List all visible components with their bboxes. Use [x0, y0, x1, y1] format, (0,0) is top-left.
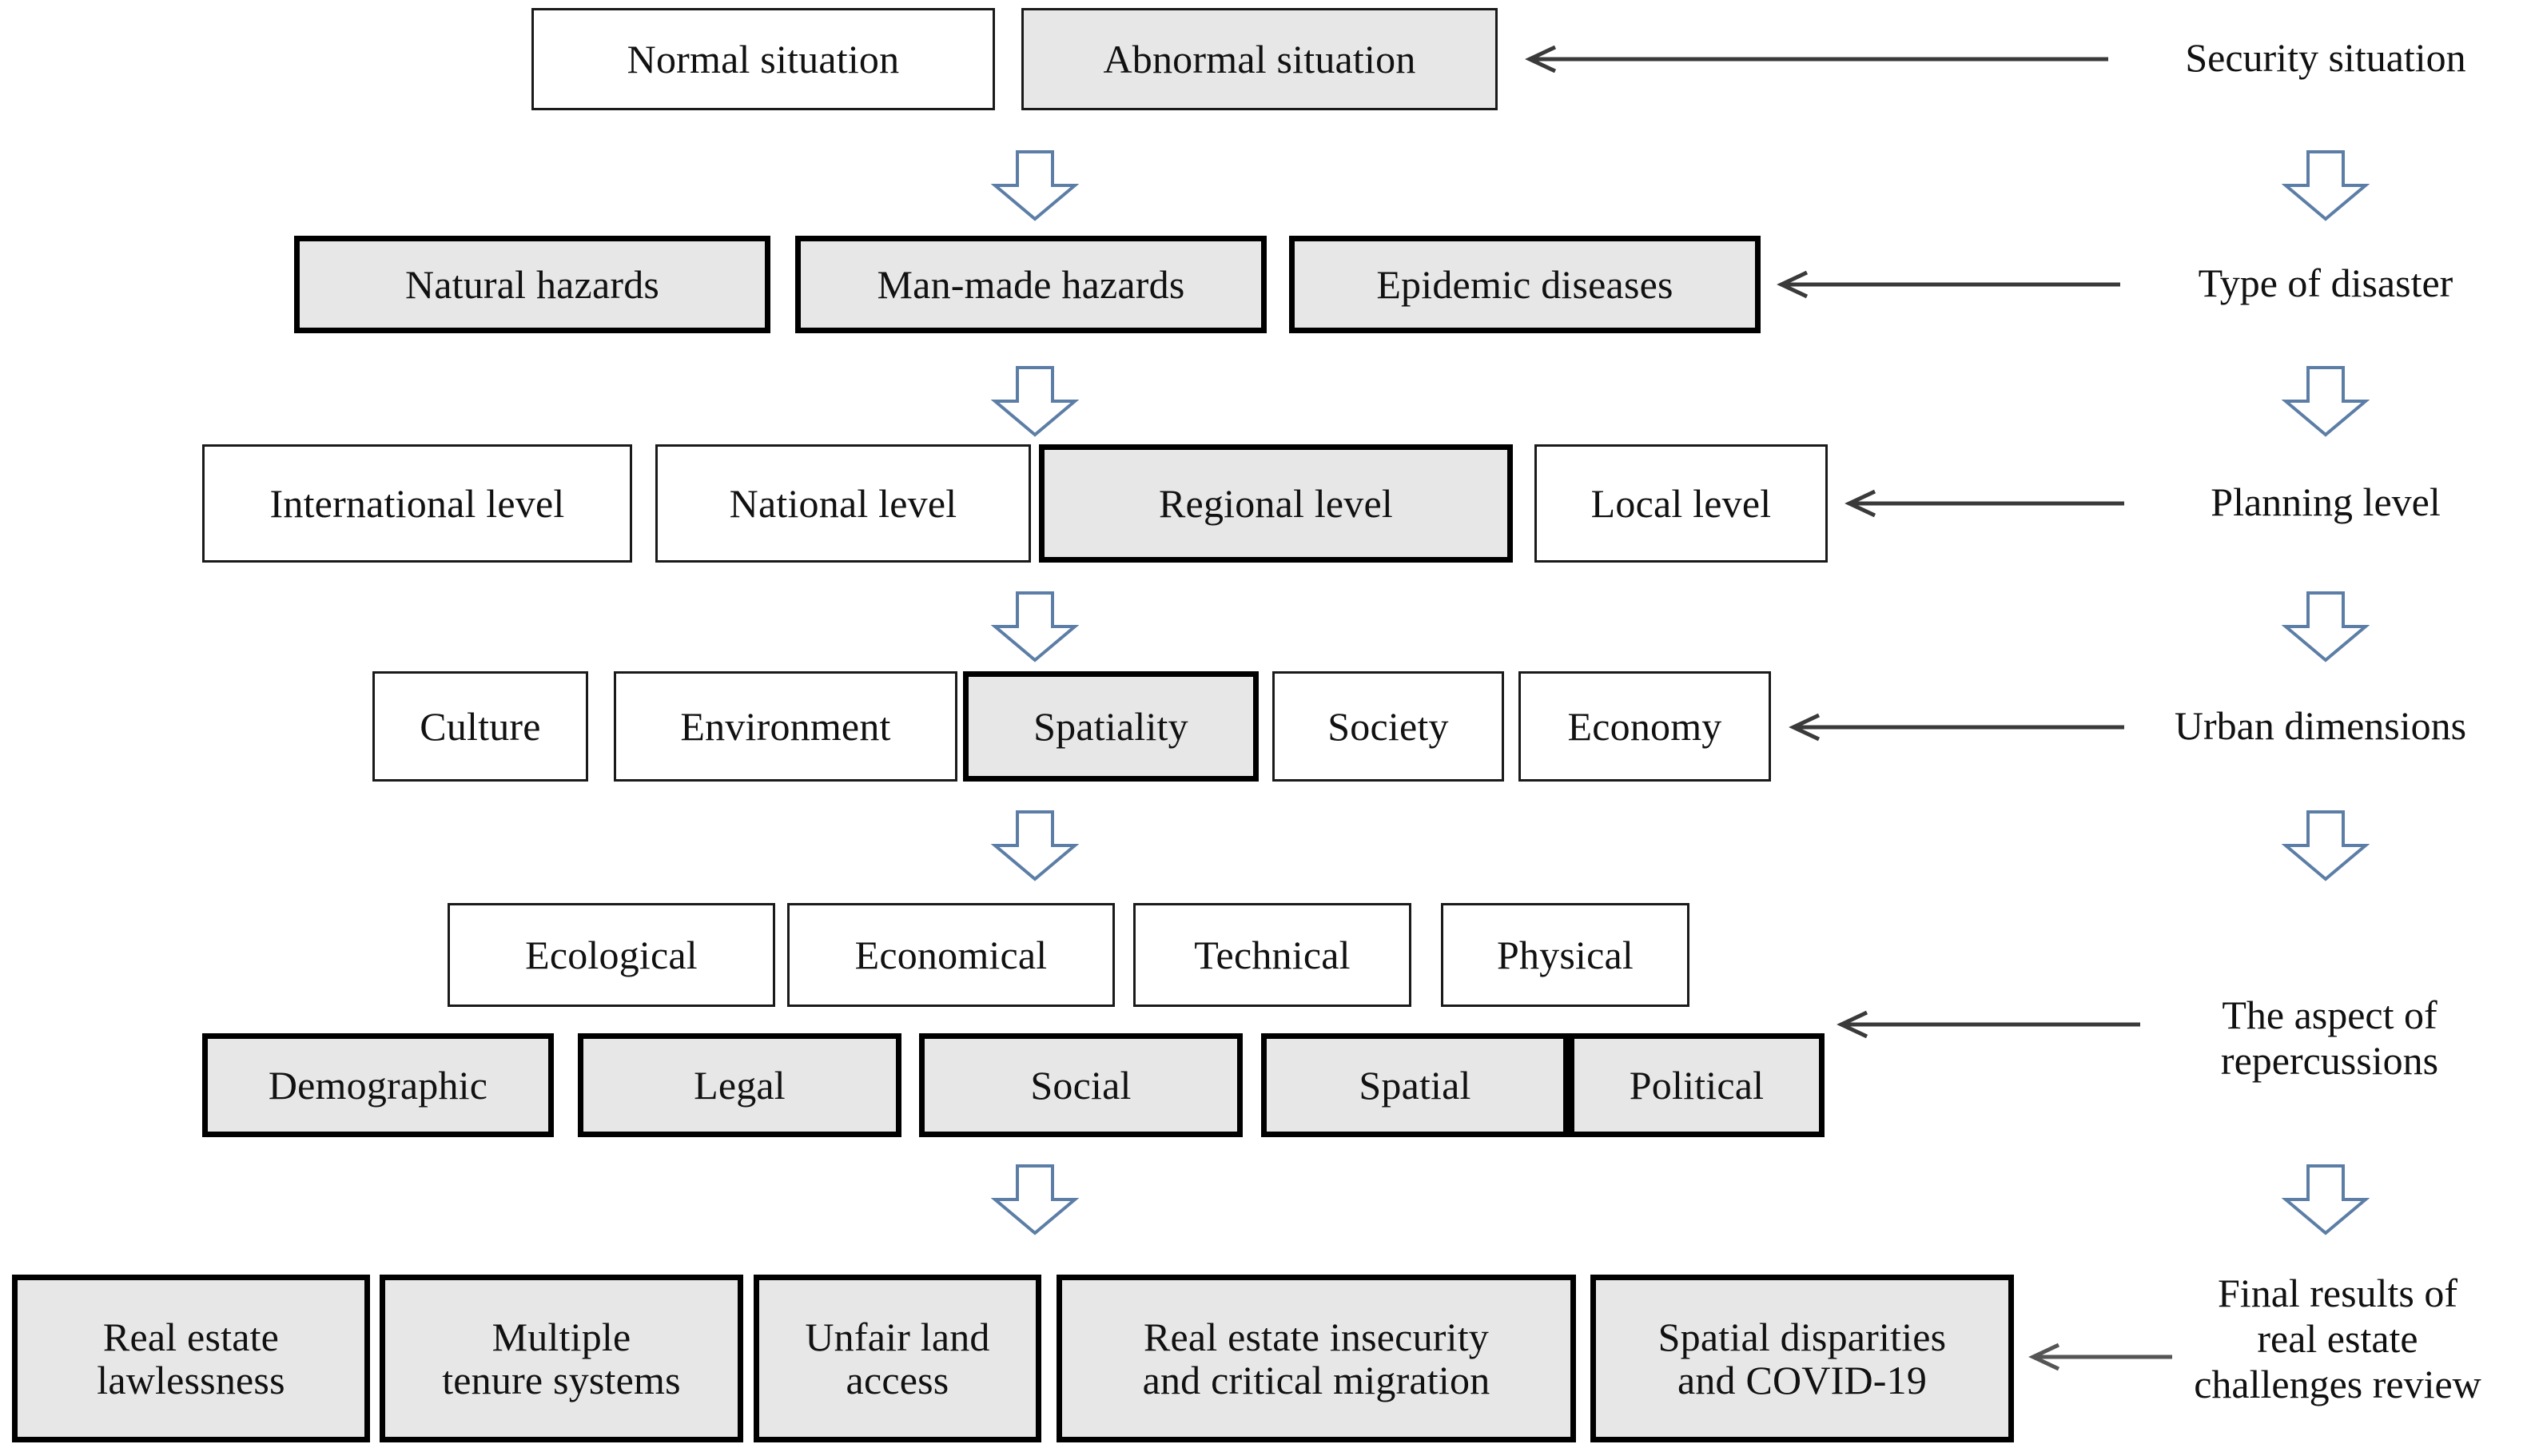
- box-multiple-tenure-systems[interactable]: Multiple tenure systems: [380, 1275, 743, 1442]
- box-label: Real estate lawlessness: [97, 1315, 285, 1402]
- box-label: Normal situation: [627, 37, 900, 82]
- box-man-made-hazards[interactable]: Man-made hazards: [795, 236, 1267, 333]
- caption-final-results: Final results of real estate challenges …: [2194, 1271, 2481, 1406]
- caption-planning-level: Planning level: [2211, 479, 2441, 524]
- box-local-level[interactable]: Local level: [1534, 444, 1828, 563]
- flow-arrow-down-right-4: [2282, 809, 2370, 882]
- flow-arrow-down-right-3: [2282, 590, 2370, 663]
- box-label: Demographic: [268, 1063, 488, 1108]
- flow-arrow-down-center-5: [991, 1163, 1079, 1236]
- flow-arrow-down-center-1: [991, 149, 1079, 222]
- box-demographic[interactable]: Demographic: [202, 1033, 554, 1137]
- box-label: Social: [1030, 1063, 1132, 1108]
- box-unfair-land-access[interactable]: Unfair land access: [754, 1275, 1041, 1442]
- flow-arrow-down-center-2: [991, 364, 1079, 438]
- box-label: Spatial disparities and COVID-19: [1657, 1315, 1947, 1402]
- flow-arrow-down-right-1: [2282, 149, 2370, 222]
- box-technical[interactable]: Technical: [1133, 903, 1411, 1007]
- box-real-estate-lawlessness[interactable]: Real estate lawlessness: [12, 1275, 370, 1442]
- box-spatiality[interactable]: Spatiality: [963, 671, 1259, 782]
- box-real-estate-insecurity-and-critical-migration[interactable]: Real estate insecurity and critical migr…: [1057, 1275, 1576, 1442]
- box-regional-level[interactable]: Regional level: [1039, 444, 1513, 563]
- box-label: Physical: [1496, 933, 1634, 977]
- box-legal[interactable]: Legal: [578, 1033, 901, 1137]
- box-normal-situation[interactable]: Normal situation: [531, 8, 995, 110]
- box-label: Real estate insecurity and critical migr…: [1142, 1315, 1490, 1402]
- box-label: Epidemic diseases: [1376, 262, 1673, 307]
- box-label: Environment: [680, 704, 891, 749]
- box-spatial-disparities-and-covid-19[interactable]: Spatial disparities and COVID-19: [1590, 1275, 2014, 1442]
- box-label: Man-made hazards: [877, 262, 1185, 307]
- box-natural-hazards[interactable]: Natural hazards: [294, 236, 770, 333]
- caption-urban-dimensions: Urban dimensions: [2174, 703, 2467, 748]
- connector-arrow-planning-level: [1838, 487, 2126, 519]
- box-national-level[interactable]: National level: [655, 444, 1031, 563]
- box-label: Legal: [694, 1063, 786, 1108]
- box-political[interactable]: Political: [1569, 1033, 1825, 1137]
- box-physical[interactable]: Physical: [1441, 903, 1689, 1007]
- box-label: Technical: [1194, 933, 1351, 977]
- box-abnormal-situation[interactable]: Abnormal situation: [1021, 8, 1498, 110]
- box-label: Ecological: [525, 933, 698, 977]
- box-label: Economical: [854, 933, 1048, 977]
- box-environment[interactable]: Environment: [614, 671, 957, 782]
- box-label: Local level: [1590, 481, 1772, 526]
- box-label: Abnormal situation: [1103, 37, 1416, 82]
- box-spatial[interactable]: Spatial: [1261, 1033, 1569, 1137]
- box-label: Political: [1629, 1063, 1765, 1108]
- caption-aspect-of-repercussions: The aspect of repercussions: [2220, 993, 2439, 1083]
- box-label: Spatiality: [1033, 704, 1188, 749]
- flow-arrow-down-right-2: [2282, 364, 2370, 438]
- box-label: International level: [269, 481, 565, 526]
- box-label: Multiple tenure systems: [442, 1315, 681, 1402]
- box-epidemic-diseases[interactable]: Epidemic diseases: [1289, 236, 1761, 333]
- box-label: Regional level: [1159, 481, 1393, 526]
- box-culture[interactable]: Culture: [372, 671, 588, 782]
- caption-security-situation: Security situation: [2185, 35, 2466, 80]
- connector-arrow-aspect-of-repercussions: [1830, 1008, 2142, 1040]
- box-label: National level: [729, 481, 957, 526]
- box-society[interactable]: Society: [1272, 671, 1504, 782]
- box-social[interactable]: Social: [919, 1033, 1243, 1137]
- flow-arrow-down-center-4: [991, 809, 1079, 882]
- box-label: Economy: [1567, 704, 1722, 749]
- box-economical[interactable]: Economical: [787, 903, 1115, 1007]
- flow-arrow-down-center-3: [991, 590, 1079, 663]
- box-label: Unfair land access: [805, 1315, 990, 1402]
- connector-arrow-urban-dimensions: [1782, 711, 2126, 743]
- box-ecological[interactable]: Ecological: [448, 903, 775, 1007]
- flow-arrow-down-right-5: [2282, 1163, 2370, 1236]
- box-label: Society: [1327, 704, 1449, 749]
- box-label: Culture: [420, 704, 541, 749]
- box-economy[interactable]: Economy: [1518, 671, 1771, 782]
- caption-type-of-disaster: Type of disaster: [2198, 261, 2453, 305]
- box-label: Natural hazards: [404, 262, 660, 307]
- connector-arrow-type-of-disaster: [1770, 269, 2122, 300]
- connector-arrow-security-situation: [1518, 43, 2110, 75]
- box-label: Spatial: [1359, 1063, 1471, 1108]
- connector-arrow-final-results: [2022, 1341, 2174, 1373]
- box-international-level[interactable]: International level: [202, 444, 632, 563]
